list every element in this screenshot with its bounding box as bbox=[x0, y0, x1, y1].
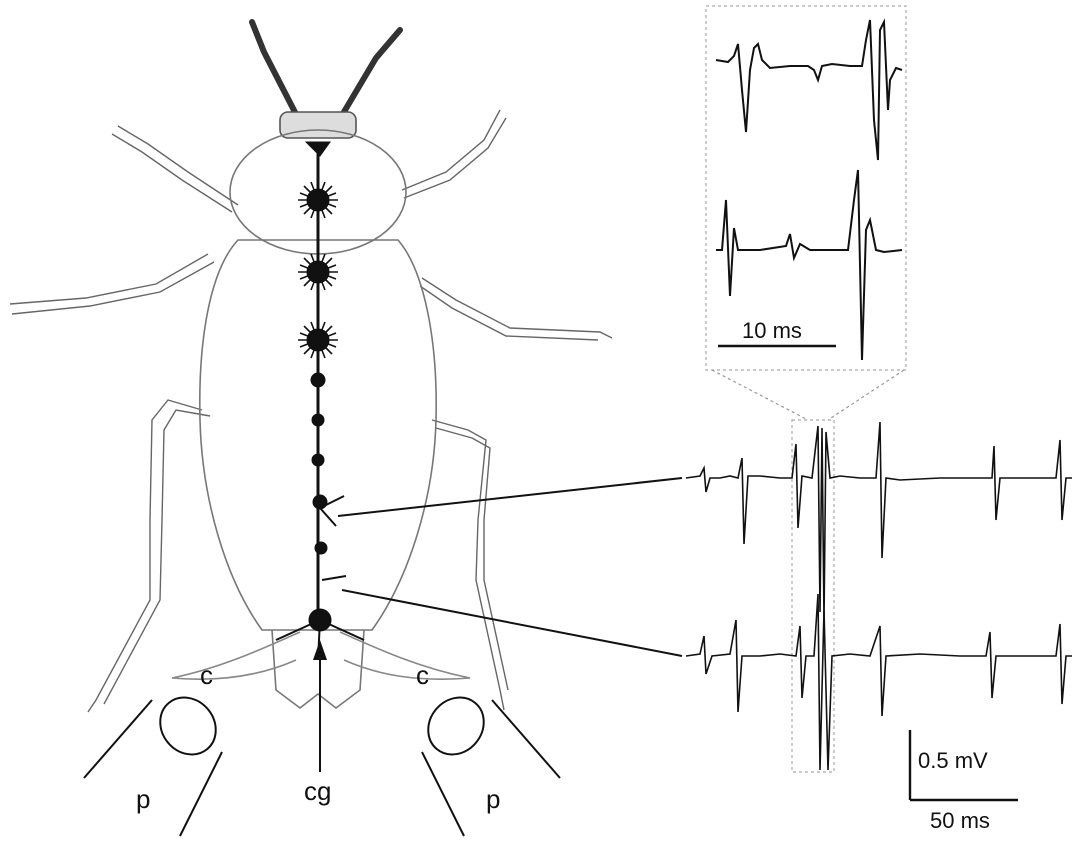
trace-upper-electrode bbox=[686, 422, 1072, 620]
left-cercus bbox=[172, 632, 300, 679]
left-puffer bbox=[84, 686, 227, 836]
left-legs bbox=[10, 126, 238, 712]
right-cercus bbox=[340, 632, 470, 679]
right-legs bbox=[402, 110, 612, 710]
inset-panel: 10 ms bbox=[706, 6, 906, 420]
electrode-leads bbox=[338, 478, 682, 656]
head bbox=[280, 112, 356, 138]
cercal-ganglion-label: cg bbox=[304, 776, 331, 806]
cercus-label-right: c bbox=[416, 660, 429, 690]
left-antenna bbox=[252, 22, 300, 122]
inset-frame bbox=[706, 6, 906, 370]
cockroach-drawing bbox=[10, 22, 612, 712]
main-time-scale-label: 50 ms bbox=[930, 808, 990, 833]
puffer-label-right: p bbox=[486, 784, 500, 814]
trace-lower-electrode bbox=[686, 594, 1072, 770]
puffer-label-left: p bbox=[136, 784, 150, 814]
nerve-cord bbox=[276, 142, 364, 660]
inset-trace-top bbox=[716, 20, 902, 160]
cercus-label-left: c bbox=[200, 660, 213, 690]
cercal-ganglion-arrow bbox=[313, 640, 327, 772]
right-antenna bbox=[338, 30, 400, 122]
recording-traces bbox=[686, 420, 1072, 772]
inset-time-scale-label: 10 ms bbox=[742, 318, 802, 343]
voltage-scale-label: 0.5 mV bbox=[918, 748, 988, 773]
